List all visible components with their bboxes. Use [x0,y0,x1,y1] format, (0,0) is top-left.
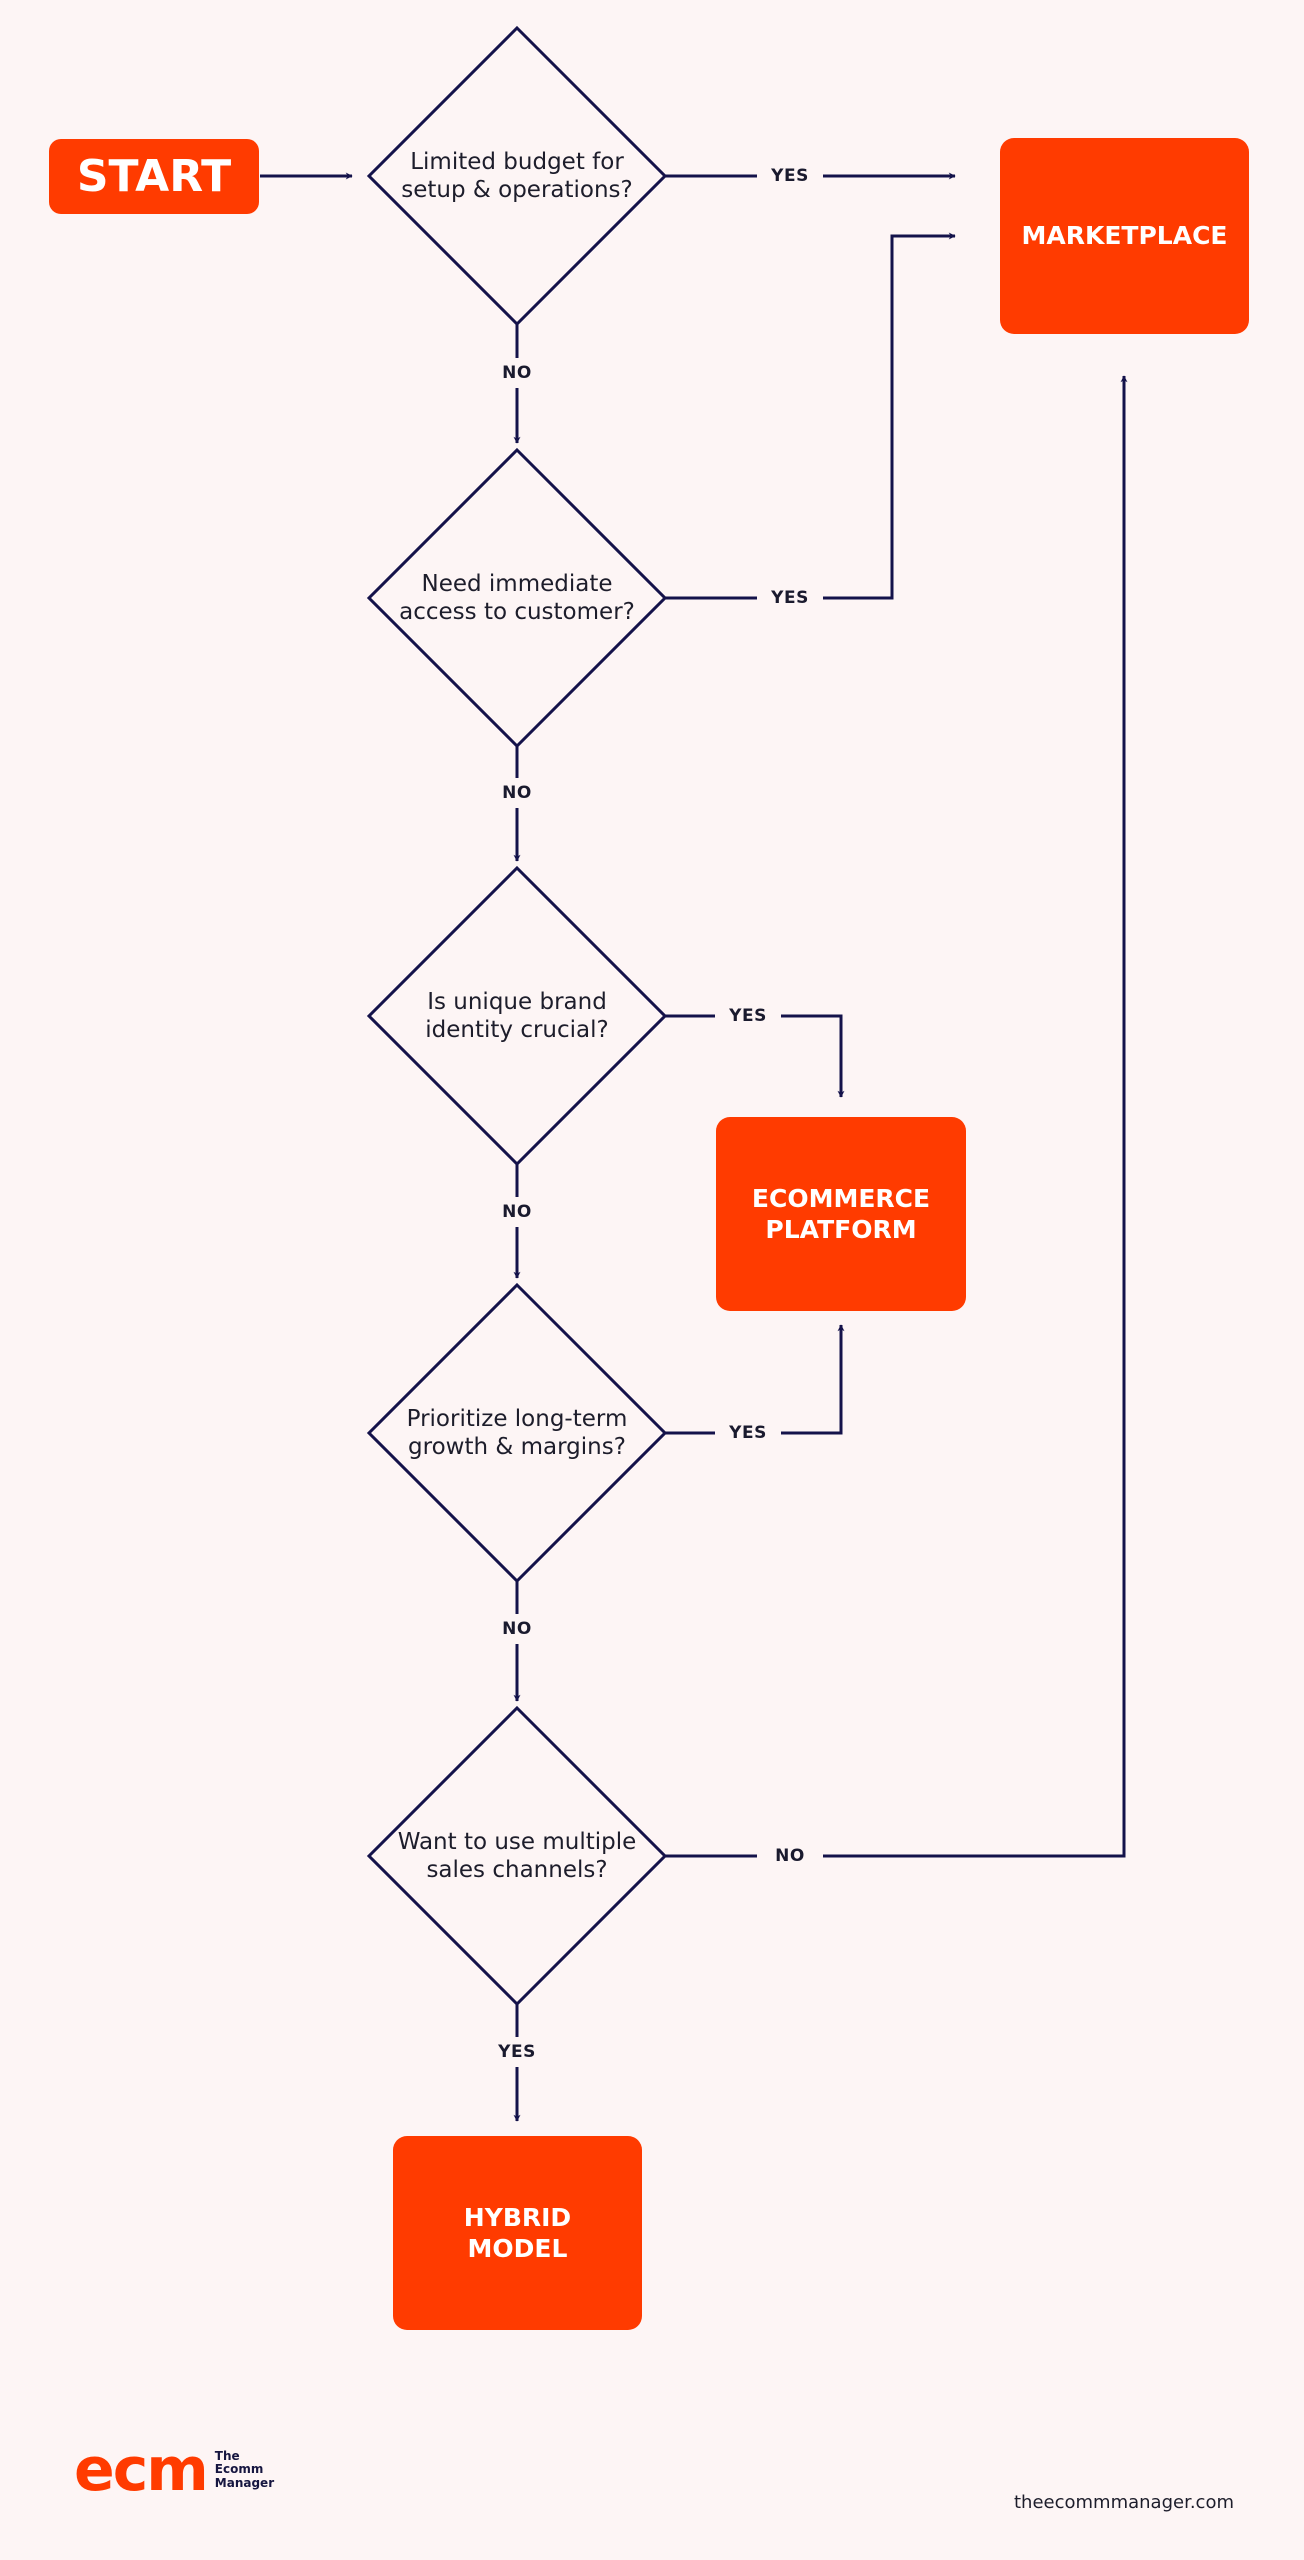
outcome-hybrid-model: HYBRID MODEL [393,2136,642,2330]
edge-q4-yes-b [781,1324,845,1435]
start-label: START [76,151,232,202]
question-q3: Is unique brand identity crucial? [425,989,609,1044]
edge-label-q1-yes: YES [771,166,809,186]
edge-label-q2-no: NO [502,783,532,803]
logo-mark: ecm [74,2435,209,2505]
edge-label-q5-yes: YES [498,2042,536,2062]
logo-text: The Ecomm Manager [214,2449,275,2490]
edge-label-q3-yes: YES [729,1006,767,1026]
edge-label-q3-no: NO [502,1202,532,1222]
question-q1: Limited budget for setup & operations? [401,149,633,204]
edge-label-q4-no: NO [502,1619,532,1639]
outcome-marketplace: MARKETPLACE [1000,138,1249,334]
outcome-ecommerce-platform: ECOMMERCE PLATFORM [716,1117,966,1311]
outcome-hybrid-label: HYBRID MODEL [463,2202,572,2263]
outcome-ecommerce-label: ECOMMERCE PLATFORM [751,1183,931,1244]
brand-logo: ecm The Ecomm Manager [74,2440,274,2500]
edge-q3-yes-b [781,1014,845,1098]
edge-q5-no-b [823,375,1128,1858]
question-q2: Need immediate access to customer? [399,571,635,626]
edge-q2-yes-b [823,232,956,600]
edge-label-q1-no: NO [502,363,532,383]
question-q4: Prioritize long-term growth & margins? [406,1406,628,1461]
question-q5: Want to use multiple sales channels? [397,1829,637,1884]
start-node: START [49,139,259,214]
edge-label-q4-yes: YES [729,1423,767,1443]
edge-label-q5-no: NO [775,1846,805,1866]
website-url: theecommmanager.com [1013,2492,1234,2513]
outcome-marketplace-label: MARKETPLACE [1021,221,1228,251]
edge-label-q2-yes: YES [771,588,809,608]
